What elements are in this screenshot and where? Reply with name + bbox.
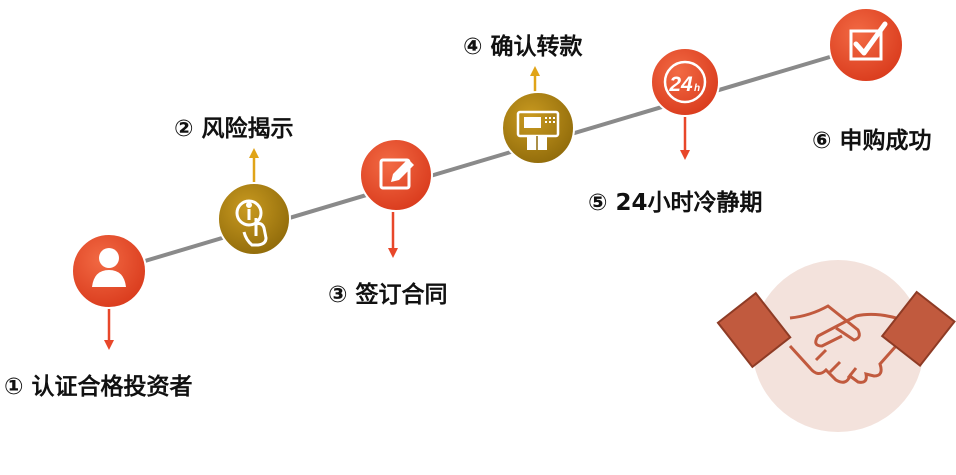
step-3-node [359,138,433,212]
edit-pen-icon [379,158,414,190]
person-icon [92,248,126,287]
atm-machine-icon [516,110,560,150]
24h-number: 24 [668,73,693,96]
step-4-label: ④ 确认转款 [463,34,583,60]
arrow-step-5 [680,113,690,160]
step-5-node: 24 h [650,47,720,117]
step-3-label: ③ 签订合同 [328,282,448,308]
step-1-node [71,233,147,309]
right-cuff [880,290,956,368]
left-cuff [716,291,792,369]
step-2-node [217,182,291,256]
arrow-step-4 [530,66,540,92]
step-1-label: ① 认证合格投资者 [4,374,193,400]
checkbox-icon [849,21,888,61]
step-6-label: ⑥ 申购成功 [812,128,932,154]
arrow-step-1 [104,305,114,350]
24h-clock-icon: 24 h [663,60,707,104]
hand-touch-info-icon [235,199,268,247]
step-6-node [828,7,904,83]
step-4-node [501,91,575,165]
handshake-icon [716,260,956,432]
24h-suffix: h [694,83,700,94]
step-2-label: ② 风险揭示 [174,116,294,142]
step-5-label: ⑤ 24小时冷静期 [588,190,763,216]
arrow-step-3 [388,212,398,258]
